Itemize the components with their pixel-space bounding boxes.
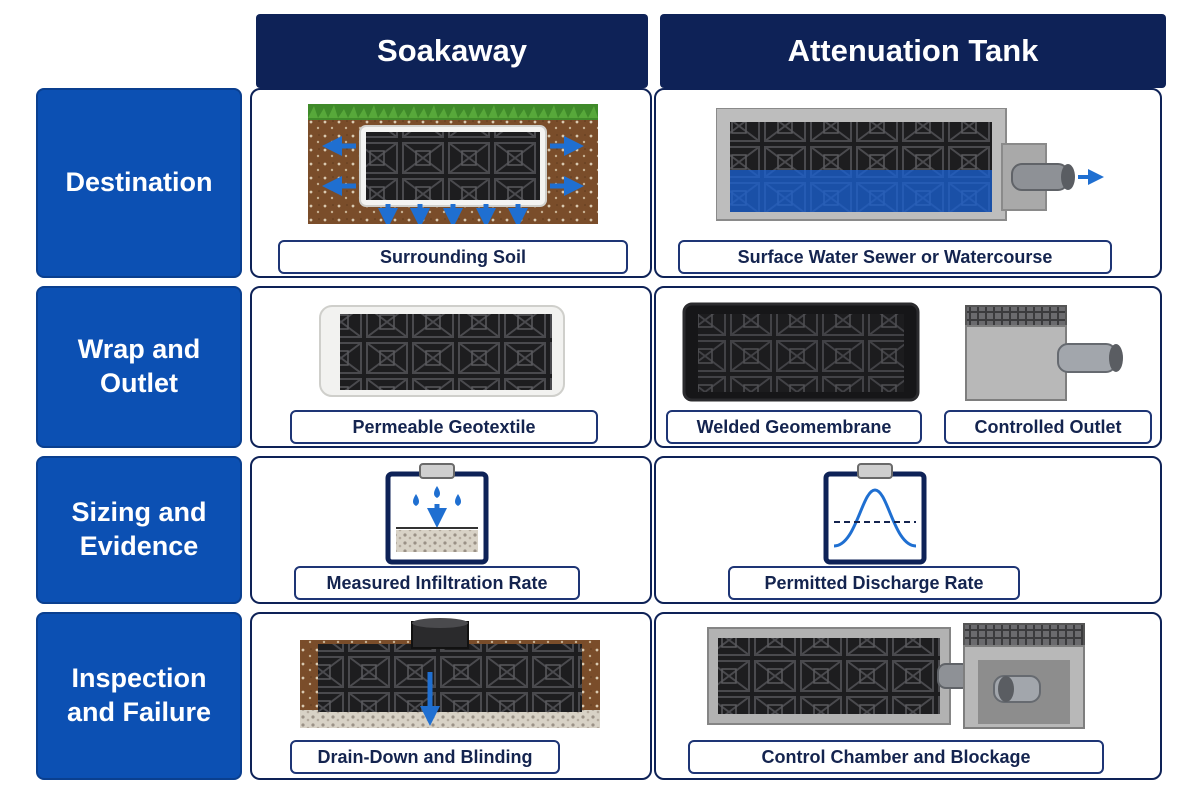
geotextile-wrapped-crate-illustration [318, 304, 568, 400]
label-welded-geomembrane: Welded Geomembrane [666, 410, 922, 444]
label-control-chamber-blockage: Control Chamber and Blockage [688, 740, 1104, 774]
cell-destination-soakaway: Surrounding Soil [250, 88, 652, 278]
label-surface-water-sewer: Surface Water Sewer or Watercourse [678, 240, 1112, 274]
column-header-attenuation: Attenuation Tank [660, 14, 1166, 88]
cell-destination-attenuation: Surface Water Sewer or Watercourse [654, 88, 1162, 278]
cell-wrap-attenuation: Welded Geomembrane Controlled Outlet [654, 286, 1162, 448]
label-permitted-discharge-rate: Permitted Discharge Rate [728, 566, 1020, 600]
cell-sizing-attenuation: Permitted Discharge Rate [654, 456, 1162, 604]
label-controlled-outlet: Controlled Outlet [944, 410, 1152, 444]
cell-inspection-attenuation: Control Chamber and Blockage [654, 612, 1162, 780]
label-permeable-geotextile: Permeable Geotextile [290, 410, 598, 444]
tank-control-chamber-illustration [706, 622, 1096, 732]
cell-wrap-soakaway: Permeable Geotextile [250, 286, 652, 448]
label-surrounding-soil: Surrounding Soil [278, 240, 628, 274]
attenuation-tank-illustration [716, 108, 1116, 228]
control-chamber-outlet-illustration [962, 304, 1132, 404]
cell-sizing-soakaway: Measured Infiltration Rate [250, 456, 652, 604]
row-header-destination: Destination [36, 88, 242, 278]
soakaway-soil-illustration [308, 104, 598, 224]
label-measured-infiltration-rate: Measured Infiltration Rate [294, 566, 580, 600]
row-header-sizing: Sizing and Evidence [36, 456, 242, 604]
infiltration-clipboard-icon [382, 460, 492, 566]
geomembrane-wrapped-crate-illustration [682, 302, 922, 404]
column-header-soakaway: Soakaway [256, 14, 648, 88]
row-header-inspection: Inspection and Failure [36, 612, 242, 780]
cell-inspection-soakaway: Drain-Down and Blinding [250, 612, 652, 780]
label-drain-down-blinding: Drain-Down and Blinding [290, 740, 560, 774]
row-header-wrap: Wrap and Outlet [36, 286, 242, 448]
discharge-rate-clipboard-icon [820, 460, 930, 566]
soakaway-drain-down-illustration [300, 618, 600, 730]
